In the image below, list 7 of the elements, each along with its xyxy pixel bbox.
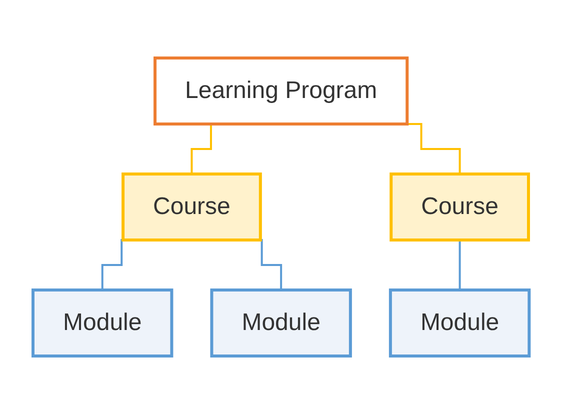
- node-box: Module: [210, 288, 352, 357]
- node-box: Course: [121, 172, 262, 241]
- connector: [458, 238, 461, 290]
- node-box: Learning Program: [153, 56, 409, 125]
- node-box: Course: [390, 172, 530, 241]
- node-box: Module: [31, 288, 174, 357]
- node-box: Module: [388, 288, 531, 357]
